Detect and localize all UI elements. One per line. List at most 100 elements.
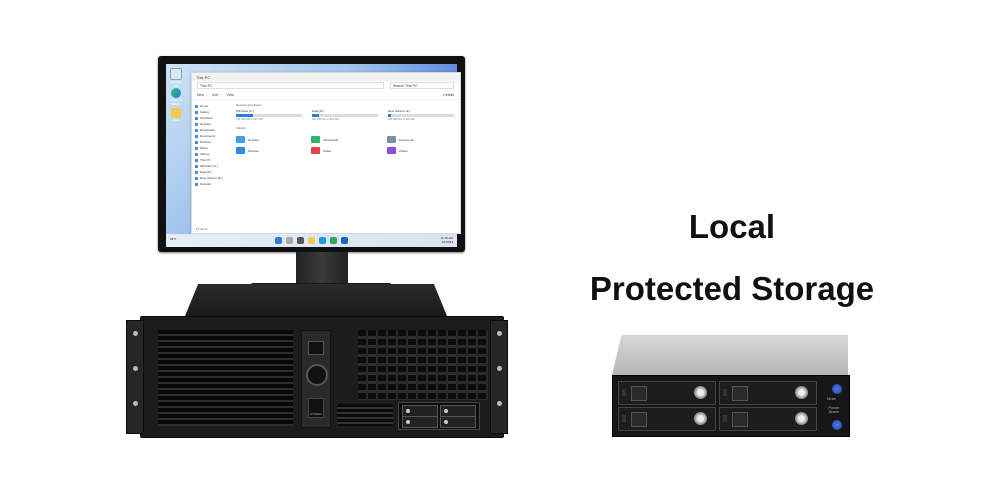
clock[interactable]: 11:16 AM 1/1/2024 (440, 236, 453, 244)
drive-item[interactable]: Windows (C:) 176 GB free of 237 GB (236, 109, 302, 121)
address-row: This PC Search This PC (192, 81, 460, 90)
nav-item[interactable]: Music (195, 145, 233, 151)
drive-usage-bar (388, 114, 454, 117)
nav-item[interactable]: Desktop (195, 121, 233, 127)
address-bar[interactable]: This PC (197, 82, 384, 89)
front-vent-right (358, 330, 488, 400)
nav-item[interactable]: Home (195, 103, 233, 109)
explorer-toolbar: New Sort View Details (192, 90, 460, 100)
nav-item[interactable]: Network (195, 181, 233, 187)
tray-lock-icon[interactable] (795, 412, 808, 425)
taskbar: 68°F 11:16 AM 1/1/2024 (166, 234, 457, 247)
nav-item[interactable]: Data (D:) (195, 169, 233, 175)
storage-enclosure-front: Mute Power Alarm (612, 375, 850, 437)
drive-bay[interactable] (402, 416, 438, 428)
folder-item[interactable]: Documents (386, 136, 454, 143)
hot-swap-tray[interactable] (618, 407, 716, 431)
toolbar-details[interactable]: Details (443, 92, 454, 97)
tray-led (622, 389, 626, 396)
folder-grid: Desktop Downloads Documents Pictures Mus… (236, 136, 454, 154)
nav-item[interactable]: Pictures (195, 139, 233, 145)
desktop-icon-edge[interactable]: Microsoft Edge (169, 88, 183, 106)
reset-button[interactable]: POWER (308, 398, 324, 418)
screw-hole (496, 331, 502, 336)
status-bar: 14 items (196, 227, 208, 231)
section-drives: Devices and drives (236, 103, 262, 107)
hot-swap-tray[interactable] (719, 381, 817, 405)
screw-hole (132, 366, 138, 371)
nav-item[interactable]: Gallery (195, 109, 233, 115)
key-lock[interactable] (306, 364, 328, 386)
tray-lock-icon[interactable] (694, 412, 707, 425)
search-input[interactable]: Search This PC (390, 82, 454, 89)
pictures-folder-icon (236, 147, 245, 154)
toolbar-new[interactable]: New (197, 92, 205, 97)
headline-line1: Local (688, 208, 776, 245)
nav-item[interactable]: Downloads (195, 127, 233, 133)
edge-taskbar-icon[interactable] (319, 237, 326, 244)
videos-folder-icon (386, 147, 396, 154)
recycle-bin-icon (170, 68, 182, 80)
start-icon[interactable] (275, 237, 282, 244)
storage-enclosure-top (612, 335, 848, 375)
folder-item[interactable]: Downloads (311, 136, 378, 143)
nav-item[interactable]: Documents (195, 133, 233, 139)
section-folders: Folders (236, 126, 247, 130)
mute-label: Mute (827, 396, 836, 401)
drive-item[interactable]: New Volume (E:) 920 GB free of 931 GB (388, 109, 454, 121)
power-label: POWER (310, 412, 322, 416)
tray-lever[interactable] (732, 412, 748, 427)
drive-bays (398, 402, 480, 430)
tray-lever[interactable] (631, 386, 647, 401)
hot-swap-tray[interactable] (719, 407, 817, 431)
nav-item[interactable]: Videos (195, 151, 233, 157)
tray-lock-icon[interactable] (694, 386, 707, 399)
nav-item[interactable]: This PC (195, 157, 233, 163)
task-view-icon[interactable] (297, 237, 304, 244)
drive-item[interactable]: Data (D:) 401 GB free of 451 GB (312, 109, 378, 121)
drive-list: Windows (C:) 176 GB free of 237 GB Data … (236, 109, 454, 121)
nav-item[interactable]: Windows (C:) (195, 163, 233, 169)
folder-item[interactable]: Videos (386, 147, 454, 154)
app-icon[interactable] (341, 237, 348, 244)
power-alarm-label: Power Alarm (828, 405, 840, 414)
toolbar-view[interactable]: View (226, 92, 234, 97)
drive-bay[interactable] (440, 416, 476, 428)
tray-lever[interactable] (631, 412, 647, 427)
front-vent-left (158, 330, 293, 426)
folder-item[interactable]: Music (311, 147, 378, 154)
folder-item[interactable]: Desktop (236, 136, 303, 143)
navigation-pane: Home Gallery OneDrive Desktop Downloads … (195, 103, 233, 187)
desktop-icon-files[interactable]: Files (169, 108, 183, 122)
server-chassis-top (185, 284, 447, 316)
folder-icon (171, 108, 181, 118)
screw-hole (132, 331, 138, 336)
desktop-icon-recycle-bin[interactable]: Recycle Bin (169, 68, 183, 88)
music-folder-icon (311, 147, 321, 154)
nav-item[interactable]: New Volume (E:) (195, 175, 233, 181)
front-vent-lower (337, 404, 393, 426)
rack-ear-left (126, 320, 144, 434)
mute-button[interactable] (832, 384, 842, 394)
documents-folder-icon (386, 136, 396, 143)
power-button[interactable] (832, 420, 842, 430)
toolbar-sort[interactable]: Sort (212, 92, 219, 97)
weather-widget[interactable]: 68°F (170, 237, 177, 241)
hot-swap-tray[interactable] (618, 381, 716, 405)
edge-icon (171, 88, 181, 98)
search-icon[interactable] (286, 237, 293, 244)
tray-lever[interactable] (732, 386, 748, 401)
drive-usage-bar (312, 114, 378, 117)
store-icon[interactable] (330, 237, 337, 244)
tray-lock-icon[interactable] (795, 386, 808, 399)
power-switch[interactable] (308, 341, 324, 355)
tray-led (723, 415, 727, 422)
file-explorer-icon[interactable] (308, 237, 315, 244)
folder-item[interactable]: Pictures (236, 147, 303, 154)
window-titlebar: This PC (192, 73, 460, 81)
explorer-content: Devices and drives Windows (C:) 176 GB f… (236, 103, 454, 154)
rack-ear-right (490, 320, 508, 434)
nav-item[interactable]: OneDrive (195, 115, 233, 121)
downloads-folder-icon (311, 136, 321, 143)
desktop-folder-icon (236, 136, 245, 143)
